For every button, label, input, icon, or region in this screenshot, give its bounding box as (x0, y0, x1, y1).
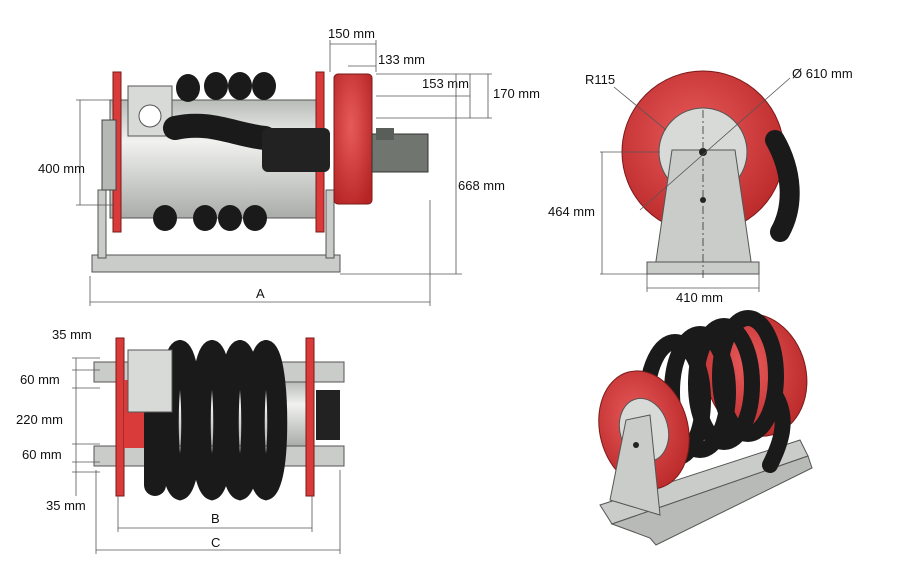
iso-front-frame (609, 414, 661, 516)
top-fan-inlet (316, 390, 340, 440)
top-right-flange (305, 337, 315, 497)
dim-60-bottom: 60 mm (22, 447, 62, 462)
dim-153: 153 mm (422, 76, 469, 91)
side-fan-motor (371, 133, 429, 173)
side-swivel-port (138, 104, 162, 128)
dim-b: B (211, 511, 220, 526)
dim-d610: Ø 610 mm (792, 66, 853, 81)
top-swivel-box (127, 349, 173, 413)
side-left-fittings (101, 119, 117, 191)
dim-400: 400 mm (38, 161, 85, 176)
side-fan-housing (333, 73, 373, 205)
side-right-leg (325, 189, 335, 259)
side-hose-bottom (153, 205, 267, 231)
dim-668: 668 mm (458, 178, 505, 193)
dim-r115: R115 (585, 72, 615, 87)
side-hose-top (176, 72, 276, 102)
dim-220: 220 mm (16, 412, 63, 427)
side-view: 150 mm 133 mm 153 mm 170 mm 400 mm 668 m… (38, 26, 540, 306)
dim-410: 410 mm (676, 290, 723, 305)
side-hose-outlet (163, 113, 277, 150)
dim-c: C (211, 535, 220, 550)
dim-35-top: 35 mm (52, 327, 92, 342)
dim-60-top: 60 mm (20, 372, 60, 387)
end-axle (699, 148, 707, 156)
top-left-flange (115, 337, 125, 497)
dim-150: 150 mm (328, 26, 375, 41)
top-hose-coils (144, 340, 288, 501)
dim-464: 464 mm (548, 204, 595, 219)
top-view: 35 mm 60 mm 220 mm 60 mm 35 mm B C (16, 327, 345, 554)
side-motor-box (376, 128, 394, 140)
isometric-view (598, 310, 813, 546)
end-hose (765, 130, 800, 242)
dim-170: 170 mm (493, 86, 540, 101)
dim-35-bottom: 35 mm (46, 498, 86, 513)
side-left-leg (97, 189, 107, 259)
dim-133: 133 mm (378, 52, 425, 67)
end-view: R115 Ø 610 mm 464 mm 410 mm (548, 66, 853, 305)
side-base-frame (91, 254, 341, 273)
dim-a: A (256, 286, 265, 301)
end-frame (654, 149, 753, 269)
side-hose-coupling (262, 128, 330, 172)
